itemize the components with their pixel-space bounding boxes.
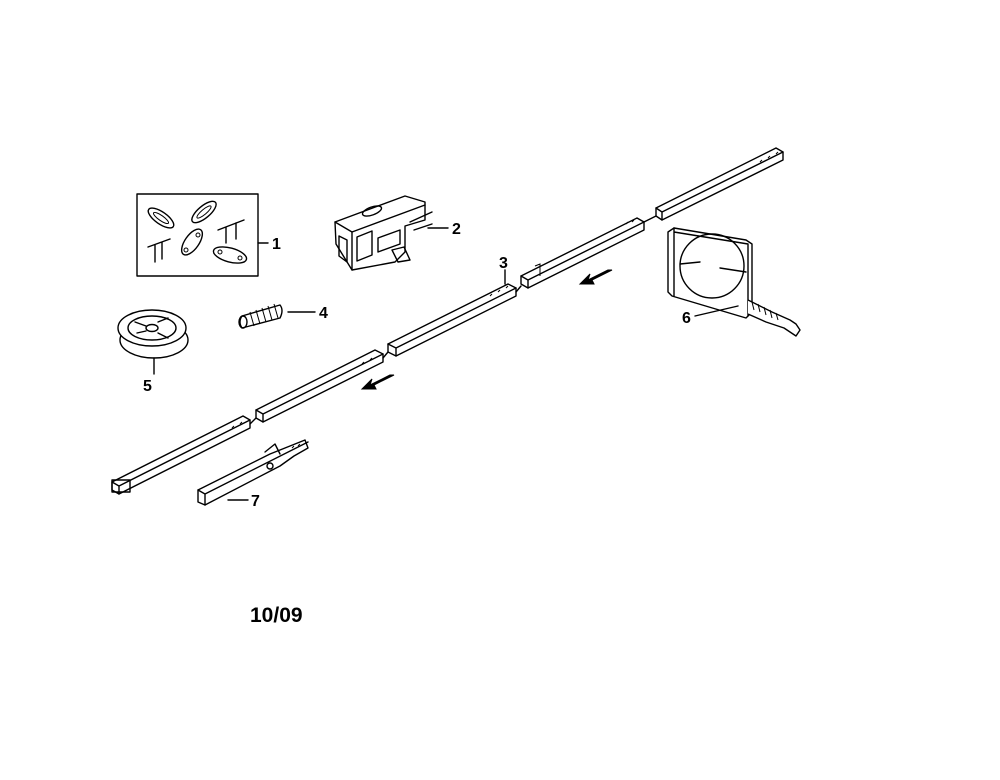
direction-arrow-lower (360, 374, 395, 390)
callout-4: 4 (319, 305, 328, 322)
part-5-pulley (117, 309, 189, 375)
part-3-rail (111, 147, 784, 495)
callout-6: 6 (682, 310, 691, 327)
part-7-bracket (197, 439, 309, 506)
part-6-chain (667, 227, 801, 337)
part-4-sprocket (238, 303, 316, 329)
part-1-hardware-kit (136, 193, 269, 277)
callout-7: 7 (251, 493, 260, 510)
part-2-trolley (334, 195, 449, 271)
callout-3: 3 (499, 255, 508, 272)
callout-2: 2 (452, 221, 461, 238)
date-code: 10/09 (250, 604, 303, 627)
callout-5: 5 (143, 378, 152, 395)
direction-arrow-upper (578, 269, 613, 285)
callout-1: 1 (272, 236, 281, 253)
